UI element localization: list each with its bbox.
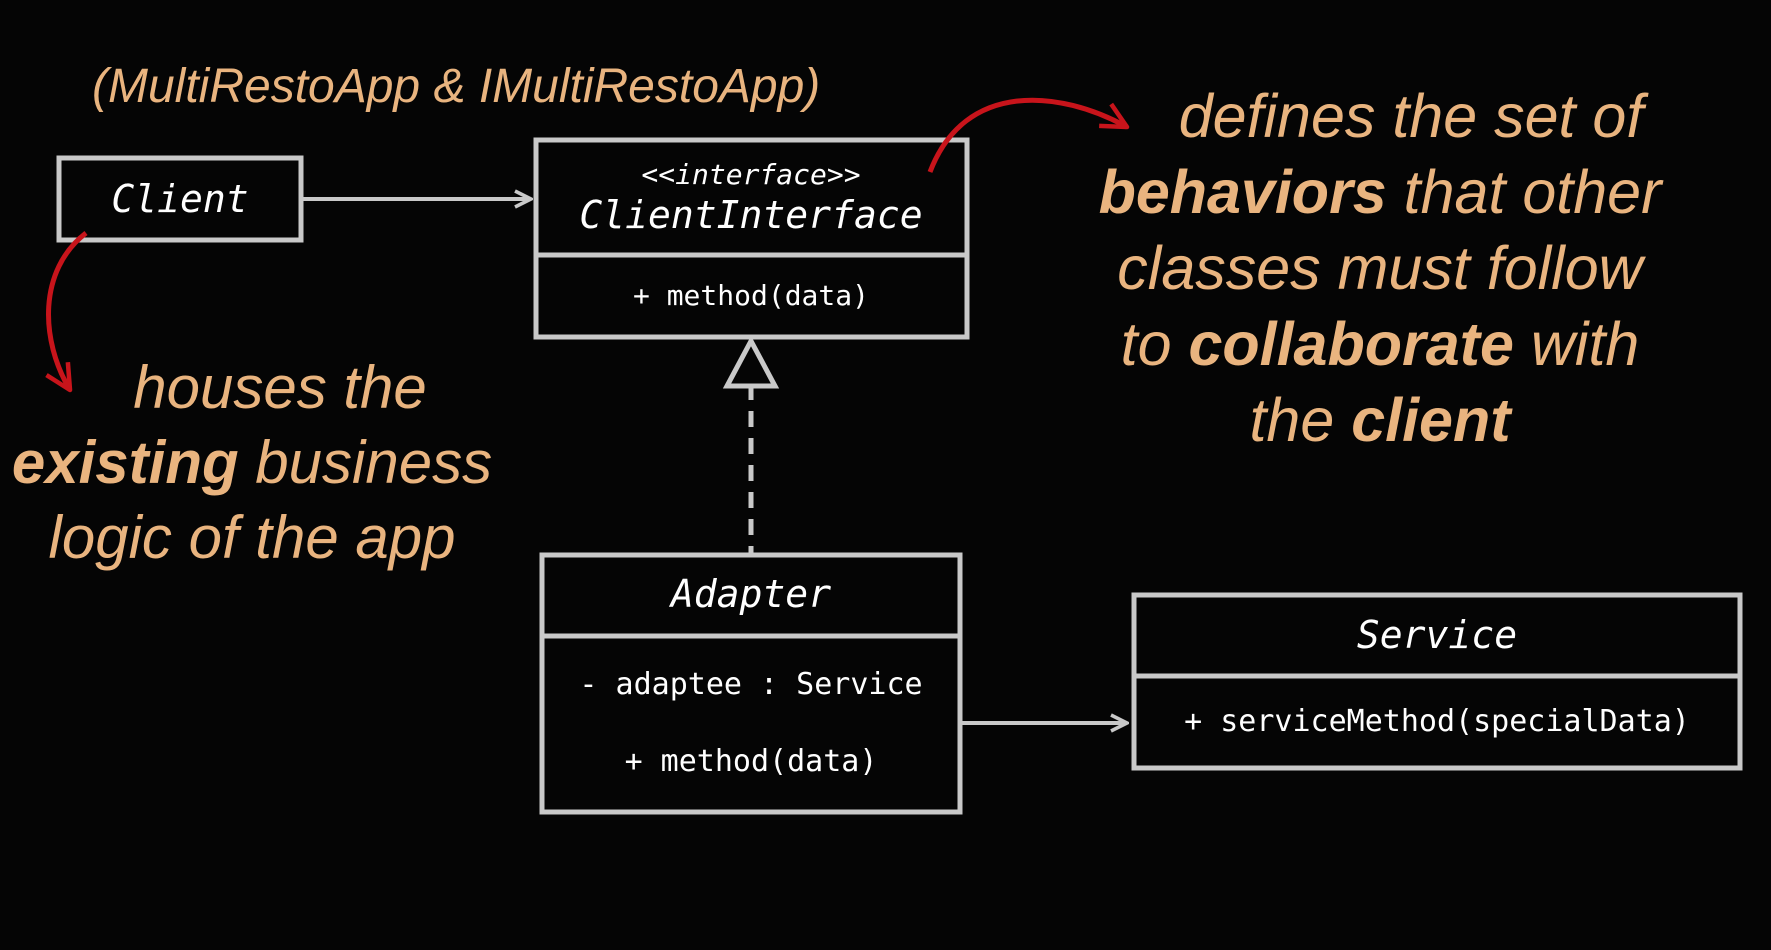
interface-annotation: defines the set of behaviors that other …: [1099, 82, 1665, 454]
interface-method: + method(data): [633, 279, 869, 312]
client-annotation-strong: existing: [12, 429, 239, 496]
service-class-box: Service + serviceMethod(specialData): [1131, 592, 1743, 771]
adapter-field: - adaptee : Service: [579, 667, 922, 702]
client-class-box: Client: [56, 155, 304, 243]
adapter-class-box: Adapter - adaptee : Service + method(dat…: [539, 552, 963, 815]
service-method: + serviceMethod(specialData): [1184, 704, 1690, 739]
interface-annotation-line-5: the client: [1249, 386, 1513, 454]
client-annotation-line-2: existing business: [12, 429, 492, 496]
client-annotation-arrow: [45, 231, 88, 393]
interface-class-name: ClientInterface: [579, 193, 922, 237]
diagram-subtitle: (MultiRestoApp & IMultiRestoApp): [92, 60, 820, 113]
adapter-method: + method(data): [625, 744, 878, 779]
client-interface-box: <<interface>> ClientInterface + method(d…: [533, 137, 970, 340]
interface-annotation-line-2: behaviors that other: [1099, 158, 1665, 226]
client-annotation-line-1: houses the: [133, 354, 427, 421]
interface-annotation-arrow: [927, 97, 1130, 173]
interface-annotation-line-3: classes must follow: [1117, 234, 1646, 302]
interface-annotation-line-1: defines the set of: [1179, 82, 1650, 150]
interface-stereotype: <<interface>>: [641, 158, 860, 191]
interface-annotation-line-4: to collaborate with: [1121, 310, 1640, 378]
client-class-name: Client: [111, 177, 248, 221]
realization-triangle-icon: [722, 335, 780, 389]
adapter-class-name: Adapter: [669, 572, 831, 616]
adapter-realizes-interface: [722, 335, 780, 553]
client-annotation: houses the existing business logic of th…: [12, 354, 492, 571]
client-annotation-line-3: logic of the app: [49, 504, 456, 571]
service-class-name: Service: [1357, 613, 1517, 657]
